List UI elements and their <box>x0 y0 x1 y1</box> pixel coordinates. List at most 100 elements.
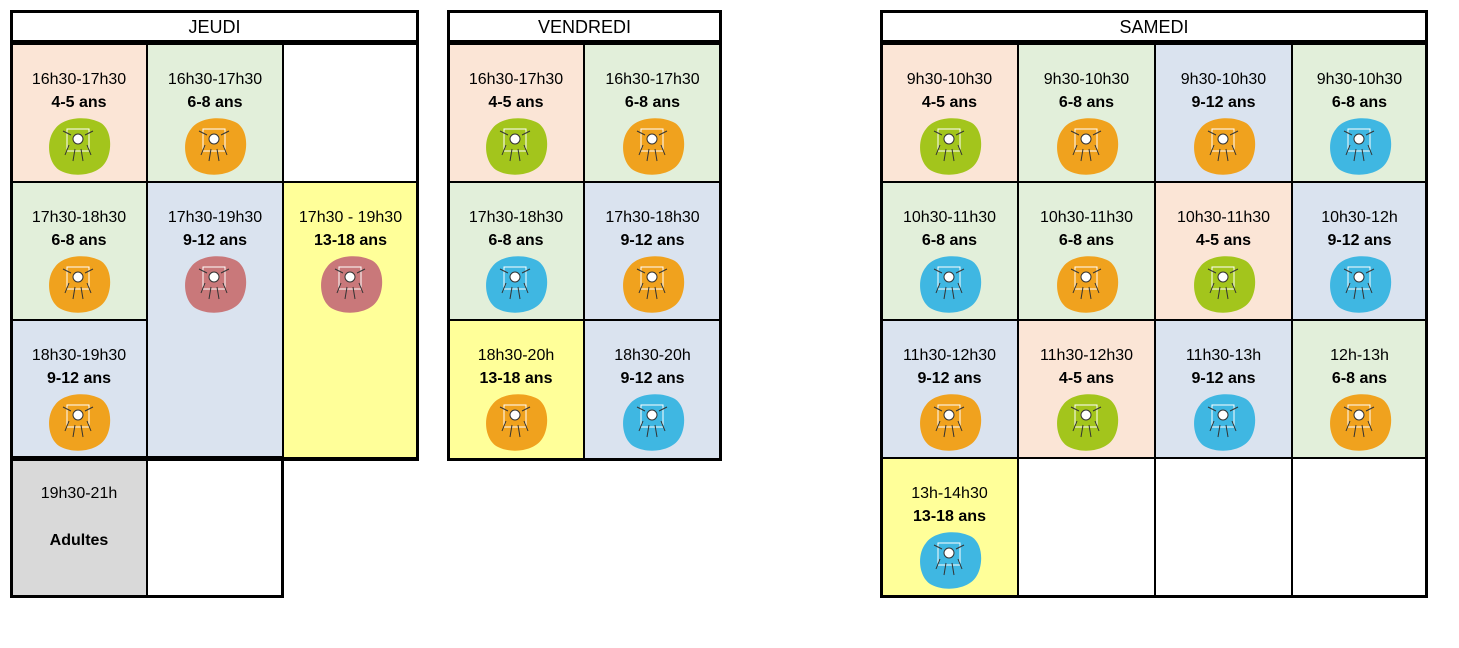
lime-mascot-icon <box>486 118 548 175</box>
session-age: 6-8 ans <box>488 232 544 249</box>
session-cell[interactable]: 17h30-18h30 6-8 ans <box>447 181 585 321</box>
lime-mascot-icon <box>1056 394 1118 451</box>
session-time: 16h30-17h30 <box>31 71 127 88</box>
session-cell[interactable]: 17h30-19h30 9-12 ans <box>146 181 284 459</box>
session-age: 6-8 ans <box>1331 370 1388 387</box>
session-age: 13-18 ans <box>913 508 986 525</box>
session-time: 10h30-11h30 <box>1039 209 1134 226</box>
session-age: 6-8 ans <box>51 232 107 249</box>
session-cell[interactable]: 9h30-10h30 6-8 ans <box>1291 43 1428 183</box>
session-cell[interactable]: 10h30-12h 9-12 ans <box>1291 181 1428 321</box>
day-title: VENDREDI <box>447 10 722 43</box>
session-time: 11h30-13h <box>1185 347 1262 364</box>
lime-mascot-icon <box>1193 256 1255 313</box>
session-age: 6-8 ans <box>187 94 243 111</box>
orange-mascot-icon <box>622 256 684 313</box>
session-cell[interactable]: 17h30-18h30 6-8 ans <box>10 181 148 321</box>
session-time: 10h30-12h <box>1321 209 1398 226</box>
session-age: 13-18 ans <box>314 232 387 249</box>
session-time: 11h30-12h30 <box>1039 347 1134 364</box>
session-cell[interactable]: 10h30-11h30 6-8 ans <box>880 181 1019 321</box>
session-time: 17h30-19h30 <box>167 209 263 226</box>
rose-mascot-icon <box>185 256 247 313</box>
session-age: 6-8 ans <box>1058 232 1115 249</box>
session-time: 19h30-21h <box>40 485 118 502</box>
session-age: 9-12 ans <box>1191 94 1256 111</box>
session-time: 9h30-10h30 <box>1043 71 1130 88</box>
day-vendredi: VENDREDI 16h30-17h30 4-5 ans 16h30-17h30… <box>447 10 722 461</box>
orange-mascot-icon <box>1056 118 1118 175</box>
orange-mascot-icon <box>1193 118 1255 175</box>
session-age: 6-8 ans <box>1058 94 1115 111</box>
session-cell[interactable]: 17h30 - 19h30 13-18 ans <box>282 181 419 459</box>
day-title: SAMEDI <box>880 10 1428 43</box>
cyan-mascot-icon <box>919 532 981 589</box>
session-time: 18h30-20h <box>614 347 691 364</box>
session-age: 9-12 ans <box>620 370 685 387</box>
session-cell[interactable]: 16h30-17h30 4-5 ans <box>447 43 585 183</box>
session-cell[interactable]: 13h-14h30 13-18 ans <box>880 457 1019 598</box>
session-cell[interactable]: 12h-13h 6-8 ans <box>1291 319 1428 459</box>
session-time: 16h30-17h30 <box>167 71 263 88</box>
day-jeudi: JEUDI 16h30-17h30 4-5 ans 16h30-17h30 6-… <box>10 10 419 598</box>
cyan-mascot-icon <box>1329 118 1391 175</box>
session-cell[interactable]: 18h30-20h 13-18 ans <box>447 319 585 461</box>
cyan-mascot-icon <box>1193 394 1255 451</box>
session-age: Adultes <box>49 532 109 549</box>
session-cell[interactable]: 9h30-10h30 9-12 ans <box>1154 43 1293 183</box>
empty-cell <box>1154 457 1293 598</box>
lime-mascot-icon <box>919 118 981 175</box>
session-time: 9h30-10h30 <box>906 71 993 88</box>
empty-cell <box>282 43 419 183</box>
session-time: 10h30-11h30 <box>902 209 997 226</box>
orange-mascot-icon <box>622 118 684 175</box>
cyan-mascot-icon <box>919 256 981 313</box>
session-cell[interactable]: 11h30-13h 9-12 ans <box>1154 319 1293 459</box>
session-age: 6-8 ans <box>624 94 681 111</box>
session-cell[interactable]: 10h30-11h30 4-5 ans <box>1154 181 1293 321</box>
session-cell[interactable]: 10h30-11h30 6-8 ans <box>1017 181 1156 321</box>
session-time: 16h30-17h30 <box>605 71 700 88</box>
orange-mascot-icon <box>1329 394 1391 451</box>
session-cell[interactable]: 9h30-10h30 6-8 ans <box>1017 43 1156 183</box>
session-time: 9h30-10h30 <box>1180 71 1267 88</box>
lime-mascot-icon <box>49 118 111 175</box>
session-time: 18h30-20h <box>477 347 555 364</box>
day-title: JEUDI <box>10 10 419 43</box>
session-age: 9-12 ans <box>182 232 248 249</box>
session-cell[interactable]: 16h30-17h30 6-8 ans <box>146 43 284 183</box>
session-cell-adults[interactable]: 19h30-21h Adultes <box>10 457 148 598</box>
session-age: 6-8 ans <box>1331 94 1388 111</box>
orange-mascot-icon <box>185 118 247 175</box>
session-cell[interactable]: 17h30-18h30 9-12 ans <box>583 181 722 321</box>
session-time: 17h30-18h30 <box>468 209 564 226</box>
session-cell[interactable]: 16h30-17h30 6-8 ans <box>583 43 722 183</box>
session-time: 9h30-10h30 <box>1316 71 1403 88</box>
session-age: 4-5 ans <box>488 94 544 111</box>
session-cell[interactable]: 16h30-17h30 4-5 ans <box>10 43 148 183</box>
orange-mascot-icon <box>49 394 111 451</box>
session-age: 9-12 ans <box>1327 232 1392 249</box>
empty-cell <box>1291 457 1428 598</box>
session-cell[interactable]: 18h30-19h30 9-12 ans <box>10 319 148 459</box>
session-cell[interactable]: 18h30-20h 9-12 ans <box>583 319 722 461</box>
cyan-mascot-icon <box>1329 256 1391 313</box>
orange-mascot-icon <box>1056 256 1118 313</box>
orange-mascot-icon <box>919 394 981 451</box>
session-time: 11h30-12h30 <box>902 347 997 364</box>
session-age: 9-12 ans <box>917 370 982 387</box>
session-time: 16h30-17h30 <box>468 71 564 88</box>
session-cell[interactable]: 11h30-12h30 4-5 ans <box>1017 319 1156 459</box>
session-age: 13-18 ans <box>479 370 553 387</box>
session-age: 6-8 ans <box>921 232 978 249</box>
session-time: 17h30 - 19h30 <box>298 209 403 226</box>
session-age: 4-5 ans <box>1058 370 1115 387</box>
session-time: 17h30-18h30 <box>31 209 127 226</box>
session-cell[interactable]: 11h30-12h30 9-12 ans <box>880 319 1019 459</box>
session-age: 9-12 ans <box>620 232 685 249</box>
session-time: 18h30-19h30 <box>31 347 127 364</box>
session-cell[interactable]: 9h30-10h30 4-5 ans <box>880 43 1019 183</box>
orange-mascot-icon <box>49 256 111 313</box>
day-samedi: SAMEDI 9h30-10h30 4-5 ans 9h30-10h30 6-8… <box>880 10 1428 598</box>
cyan-mascot-icon <box>622 394 684 451</box>
